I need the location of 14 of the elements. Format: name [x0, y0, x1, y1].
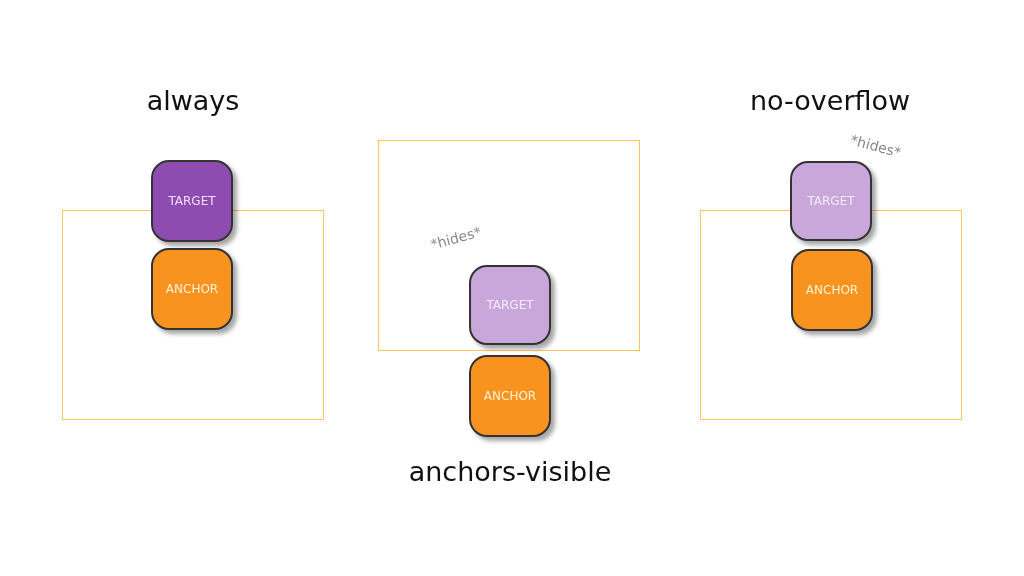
annotation-text: *hides*: [848, 131, 903, 161]
target-tile: TARGET: [151, 160, 233, 242]
frame-outline: [378, 140, 640, 351]
target-tile: TARGET: [469, 265, 551, 345]
heading-text: always: [146, 85, 240, 116]
anchor-tile: ANCHOR: [469, 355, 551, 437]
anchor-tile: ANCHOR: [151, 248, 233, 330]
heading-text: no-overflow: [749, 85, 911, 116]
target-tile: TARGET: [790, 161, 872, 241]
frame-outline: [62, 210, 324, 420]
annotation-text: *hides*: [428, 223, 483, 253]
frame-outline: [700, 210, 962, 420]
heading-text: anchors-visible: [408, 456, 612, 487]
anchor-tile: ANCHOR: [791, 249, 873, 331]
